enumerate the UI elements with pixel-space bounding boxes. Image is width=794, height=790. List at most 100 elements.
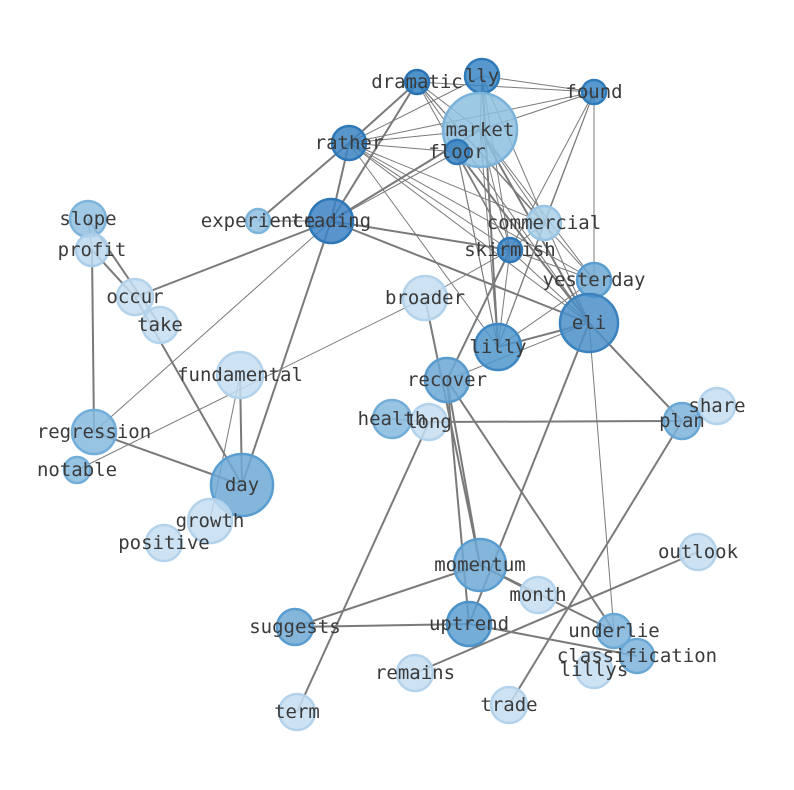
- edge-rather-experience: [257, 142, 350, 222]
- node-label-lillys: lillys: [560, 659, 629, 681]
- edge-dramatic-found: [416, 81, 595, 93]
- node-label-take: take: [137, 314, 183, 336]
- node-plan[interactable]: [662, 401, 702, 441]
- edge-rather-skirmish: [348, 142, 511, 251]
- node-day[interactable]: [209, 452, 275, 518]
- node-trade[interactable]: [489, 685, 529, 725]
- edge-rather-eli: [348, 142, 590, 324]
- node-lillys[interactable]: [574, 650, 614, 690]
- edge-profit-regression: [91, 249, 95, 433]
- edge-lilly-floor: [456, 151, 499, 348]
- node-label-yesterday: yesterday: [543, 269, 646, 291]
- node-outlook[interactable]: [678, 532, 718, 572]
- edge-floor-eli: [456, 151, 590, 324]
- edge-trading-regression: [93, 220, 332, 433]
- edge-eli-underlie: [588, 322, 615, 632]
- node-uptrend[interactable]: [445, 600, 493, 648]
- node-found[interactable]: [580, 78, 608, 106]
- node-occur[interactable]: [115, 277, 155, 317]
- edge-plan-trade: [508, 420, 683, 706]
- node-label-found: found: [565, 81, 622, 103]
- node-momentum[interactable]: [452, 537, 508, 593]
- node-broader[interactable]: [401, 274, 449, 322]
- edge-floor-skirmish: [456, 151, 511, 251]
- node-experience[interactable]: [244, 207, 272, 235]
- node-remains[interactable]: [395, 653, 435, 693]
- node-label-fundamental: fundamental: [177, 364, 303, 386]
- node-trading[interactable]: [307, 197, 355, 245]
- node-label-momentum: momentum: [434, 554, 526, 576]
- node-label-broader: broader: [385, 287, 465, 309]
- node-share[interactable]: [697, 386, 737, 426]
- node-label-slope: slope: [59, 208, 116, 230]
- node-positive[interactable]: [144, 523, 184, 563]
- node-term[interactable]: [277, 692, 317, 732]
- node-dramatic[interactable]: [403, 68, 431, 96]
- node-label-skirmish: skirmish: [464, 239, 556, 261]
- edge-trading-occur: [134, 220, 332, 298]
- node-label-occur: occur: [106, 286, 163, 308]
- node-label-health: health: [358, 408, 427, 430]
- node-fundamental[interactable]: [215, 350, 265, 400]
- node-label-month: month: [509, 584, 566, 606]
- edge-lly-rather: [348, 75, 483, 144]
- node-label-day: day: [225, 474, 259, 496]
- edge-outlook-remains: [414, 551, 699, 674]
- node-profit[interactable]: [74, 232, 110, 268]
- node-label-eli: eli: [572, 312, 606, 334]
- node-layer: [62, 57, 737, 732]
- node-label-trade: trade: [480, 694, 537, 716]
- node-label-outlook: outlook: [658, 541, 739, 563]
- node-growth[interactable]: [186, 497, 234, 545]
- node-classification[interactable]: [618, 637, 656, 675]
- node-rather[interactable]: [330, 124, 368, 162]
- edge-trading-eli: [330, 220, 590, 324]
- node-label-rather: rather: [315, 132, 384, 154]
- node-lilly[interactable]: [473, 322, 523, 372]
- node-label-notable: notable: [37, 459, 117, 481]
- edge-suggests-uptrend: [294, 623, 470, 628]
- node-label-dramatic: dramatic: [371, 71, 463, 93]
- node-regression[interactable]: [70, 408, 118, 456]
- node-long[interactable]: [409, 402, 449, 442]
- edge-lly-found: [481, 75, 595, 93]
- node-label-floor: floor: [428, 141, 485, 163]
- edge-rather-lilly: [348, 142, 499, 348]
- edge-floor-trading: [330, 151, 458, 222]
- edge-trading-day: [241, 220, 332, 486]
- node-label-recover: recover: [407, 369, 487, 391]
- node-take[interactable]: [140, 305, 180, 345]
- node-eli[interactable]: [558, 292, 620, 354]
- node-floor[interactable]: [443, 138, 471, 166]
- node-commercial[interactable]: [525, 204, 563, 242]
- edge-recover-momentum: [446, 379, 481, 566]
- edge-long-plan: [428, 420, 683, 423]
- node-label-experience: experience: [201, 210, 315, 232]
- node-notable[interactable]: [62, 455, 92, 485]
- edge-rather-commercial: [348, 142, 545, 224]
- edge-dramatic-trading: [330, 81, 418, 222]
- node-label-lly: lly: [465, 65, 499, 87]
- node-label-trading: trading: [291, 210, 371, 232]
- node-label-classification: classification: [557, 645, 717, 667]
- node-underlie[interactable]: [595, 612, 633, 650]
- edge-long-term: [296, 421, 430, 713]
- edge-rather-yesterday: [348, 142, 595, 281]
- node-label-lilly: lilly: [469, 336, 526, 358]
- node-month[interactable]: [518, 575, 558, 615]
- node-label-long: long: [406, 411, 452, 433]
- node-label-underlie: underlie: [568, 620, 660, 642]
- node-label-plan: plan: [659, 410, 705, 432]
- edge-trading-skirmish: [330, 220, 511, 251]
- node-label-profit: profit: [58, 239, 127, 261]
- node-label-regression: regression: [37, 421, 151, 443]
- node-recover[interactable]: [423, 356, 471, 404]
- node-label-uptrend: uptrend: [429, 613, 509, 635]
- node-skirmish[interactable]: [496, 236, 524, 264]
- node-suggests[interactable]: [275, 607, 315, 647]
- node-label-term: term: [274, 701, 320, 723]
- edge-uptrend-classification: [468, 623, 638, 657]
